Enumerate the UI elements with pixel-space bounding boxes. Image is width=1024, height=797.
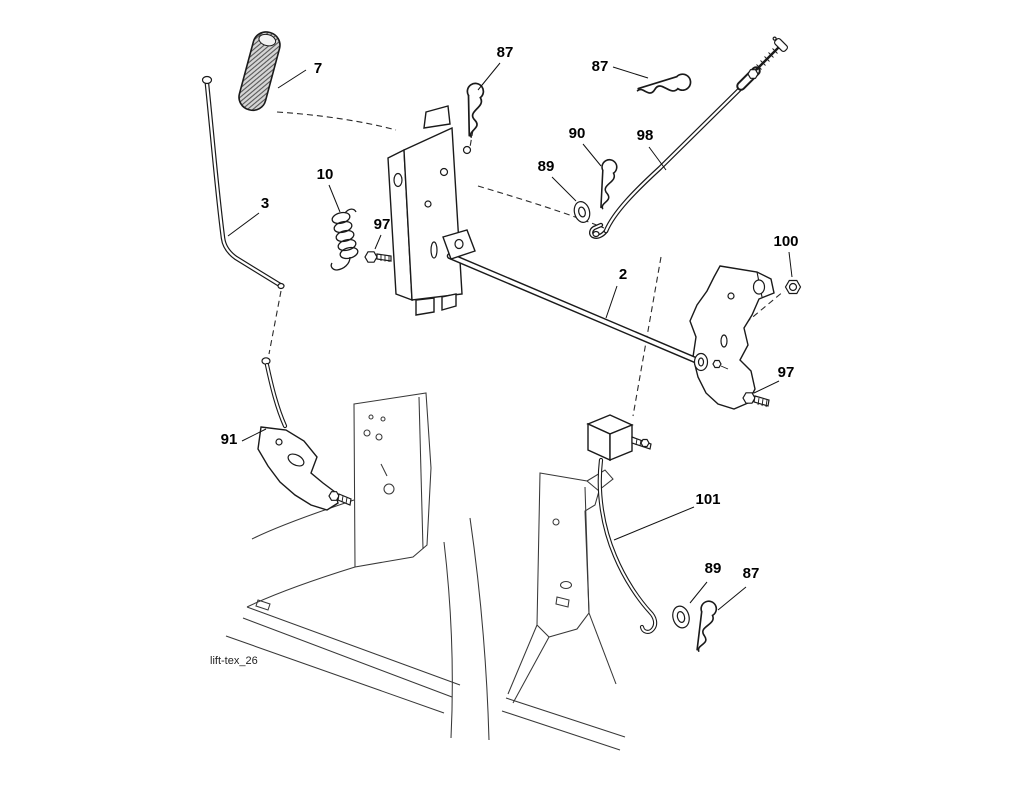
retainer-clip-90	[594, 157, 619, 211]
pin-icon	[712, 359, 722, 369]
jam-nut-icon	[747, 69, 759, 79]
part-label-87-bottom: 87	[743, 565, 760, 582]
torsion-spring	[330, 208, 359, 271]
part-label-10: 10	[317, 166, 334, 183]
part-label-97-right: 97	[778, 364, 795, 381]
part-label-87-top: 87	[497, 44, 514, 61]
hairpin-clip-87-top-center	[461, 81, 486, 139]
deck-bracket-left	[225, 392, 490, 741]
part-label-97-left: 97	[374, 216, 391, 233]
hairpin-clip-87-bottom	[690, 598, 719, 654]
part-label-89-middle: 89	[538, 158, 555, 175]
lift-lever-bracket-right	[689, 265, 775, 410]
lift-handle-rod	[201, 75, 285, 290]
deck-bracket-center	[501, 469, 626, 751]
nut-icon	[640, 438, 650, 448]
flange-nut-100	[784, 279, 802, 295]
lift-shaft	[442, 229, 709, 372]
bolt-icon	[328, 491, 340, 501]
part-label-98: 98	[637, 127, 654, 144]
part-callouts: 7 87 87 90 98 89 10 3 97 100 2 97 91 101…	[221, 44, 799, 582]
part-label-2: 2	[619, 266, 627, 283]
callout-leader-lines	[227, 62, 793, 611]
handle-grip	[238, 31, 281, 112]
part-label-90: 90	[569, 125, 586, 142]
part-label-87-right: 87	[592, 58, 609, 75]
lift-link-rod-98	[589, 36, 788, 239]
part-label-100: 100	[773, 233, 798, 250]
diagram-code-label: lift-tex_26	[210, 655, 258, 667]
part-label-101: 101	[695, 491, 720, 508]
part-label-89-bottom: 89	[705, 560, 722, 577]
mount-bracket-center	[387, 105, 472, 316]
bolt-97-left	[364, 251, 392, 263]
link-rod-91	[257, 357, 352, 511]
part-label-7: 7	[314, 60, 322, 77]
washer-89-bottom	[672, 605, 690, 629]
bolt-97-right	[742, 392, 770, 408]
washer-89-middle	[573, 201, 591, 223]
trunnion-rod-101	[586, 414, 658, 634]
part-label-3: 3	[261, 195, 269, 212]
part-label-91: 91	[221, 431, 238, 448]
